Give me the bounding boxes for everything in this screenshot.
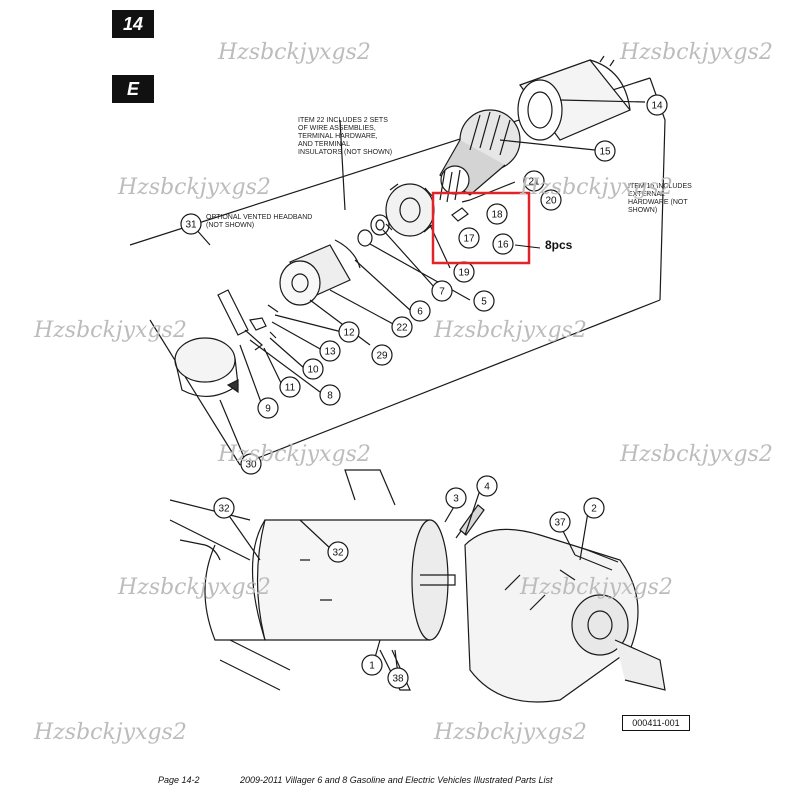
brush-plate-drawing <box>357 183 435 247</box>
callout-label: 5 <box>481 297 487 308</box>
brush-spring-drawing <box>451 199 471 222</box>
callout-circle <box>540 189 562 211</box>
callout-label: 6 <box>417 307 423 318</box>
explode-frame-left <box>149 319 241 466</box>
cable-drawing <box>179 539 221 561</box>
watermark: Hzsbckjyxgs2 <box>434 318 587 343</box>
callout-label: 12 <box>343 328 355 339</box>
callout-label: 18 <box>491 210 503 221</box>
callout-circle <box>387 667 409 689</box>
callout-label: 37 <box>554 518 566 529</box>
callout-label: 22 <box>396 323 408 334</box>
note-item31: OPTIONAL VENTED HEADBAND (NOT SHOWN) <box>206 214 313 229</box>
figure-number: 000411-001 <box>622 715 690 731</box>
callout-label: 32 <box>218 504 230 515</box>
callout-label: 13 <box>324 347 336 358</box>
callout-label: 32 <box>332 548 344 559</box>
callout-label: 2 <box>591 504 597 515</box>
watermark: Hzsbckjyxgs2 <box>118 175 271 200</box>
callout-circle <box>594 140 616 162</box>
callout-label: 10 <box>307 365 319 376</box>
callout-label: 30 <box>245 460 257 471</box>
note-item15: ITEM 15 INCLUDES EXTERNAL HARDWARE (NOT … <box>628 183 692 214</box>
callout-circle <box>361 654 383 676</box>
watermark: Hzsbckjyxgs2 <box>218 40 371 65</box>
callout-label: 8 <box>327 391 333 402</box>
callout-circle <box>458 227 480 249</box>
callout-label: 14 <box>651 101 663 112</box>
callout-circle <box>302 358 324 380</box>
watermark: Hzsbckjyxgs2 <box>620 40 773 65</box>
assembled-motor-drawing <box>204 469 456 641</box>
watermark: Hzsbckjyxgs2 <box>620 442 773 467</box>
watermark: Hzsbckjyxgs2 <box>434 720 587 745</box>
transaxle-drawing <box>464 528 666 703</box>
watermark: Hzsbckjyxgs2 <box>118 575 271 600</box>
callout-circle <box>327 541 349 563</box>
axle-tube-drawing <box>169 499 411 691</box>
headband-drawing <box>174 337 239 397</box>
callout-label: 19 <box>458 268 470 279</box>
quantity-label: 8pcs <box>545 238 573 252</box>
callout-label: 31 <box>185 220 197 231</box>
end-cap-drawing <box>279 239 361 306</box>
callout-group: 1415212018171619756222912131011893130323… <box>180 94 668 689</box>
callout-circle <box>391 316 413 338</box>
callout-circle <box>523 170 545 192</box>
section-tab: 14 <box>112 10 154 38</box>
callout-label: 16 <box>497 240 509 251</box>
explode-frame-right <box>649 77 666 301</box>
callout-label: 4 <box>484 482 490 493</box>
callout-label: 11 <box>285 383 296 394</box>
callout-label: 38 <box>392 674 404 685</box>
callout-circle <box>445 487 467 509</box>
callout-circle <box>319 340 341 362</box>
callout-circle <box>338 321 360 343</box>
callout-circle <box>240 453 262 475</box>
callout-label: 1 <box>369 661 375 672</box>
explode-frame-bottom <box>239 299 661 466</box>
subsection-tab: E <box>112 75 154 103</box>
callout-circle <box>371 344 393 366</box>
motor-housing-drawing <box>517 55 631 141</box>
callout-circle <box>492 233 514 255</box>
callout-label: 3 <box>453 494 459 505</box>
callout-label: 29 <box>376 351 388 362</box>
callout-circle <box>646 94 668 116</box>
callout-circle <box>319 384 341 406</box>
callout-circle <box>476 475 498 497</box>
callout-circle <box>279 376 301 398</box>
watermark: Hzsbckjyxgs2 <box>34 318 187 343</box>
armature-drawing <box>439 109 521 203</box>
note-item22: ITEM 22 INCLUDES 2 SETS OF WIRE ASSEMBLI… <box>298 117 393 156</box>
callout-label: 15 <box>599 147 611 158</box>
callout-circle <box>486 203 508 225</box>
callout-circle <box>473 290 495 312</box>
footer-title: 2009-2011 Villager 6 and 8 Gasoline and … <box>240 775 553 785</box>
highlight-box <box>431 191 531 265</box>
callout-label: 9 <box>265 404 271 415</box>
qty-leader <box>514 244 541 249</box>
bolt-drawing <box>574 547 619 571</box>
callout-label: 21 <box>528 177 540 188</box>
callout-circle <box>431 280 453 302</box>
callout-circle <box>583 497 605 519</box>
watermark: Hzsbckjyxgs2 <box>218 442 371 467</box>
callout-label: 7 <box>439 287 445 298</box>
watermark: Hzsbckjyxgs2 <box>520 575 673 600</box>
callout-circle <box>257 397 279 419</box>
callout-label: 17 <box>463 234 475 245</box>
speed-sensor-drawing <box>217 289 279 351</box>
watermark: Hzsbckjyxgs2 <box>520 175 673 200</box>
callout-circle <box>409 300 431 322</box>
callout-circle <box>213 497 235 519</box>
callout-circle <box>180 213 202 235</box>
callout-circle <box>549 511 571 533</box>
watermark: Hzsbckjyxgs2 <box>34 720 187 745</box>
callout-label: 20 <box>545 196 557 207</box>
footer-page: Page 14-2 <box>158 775 200 785</box>
